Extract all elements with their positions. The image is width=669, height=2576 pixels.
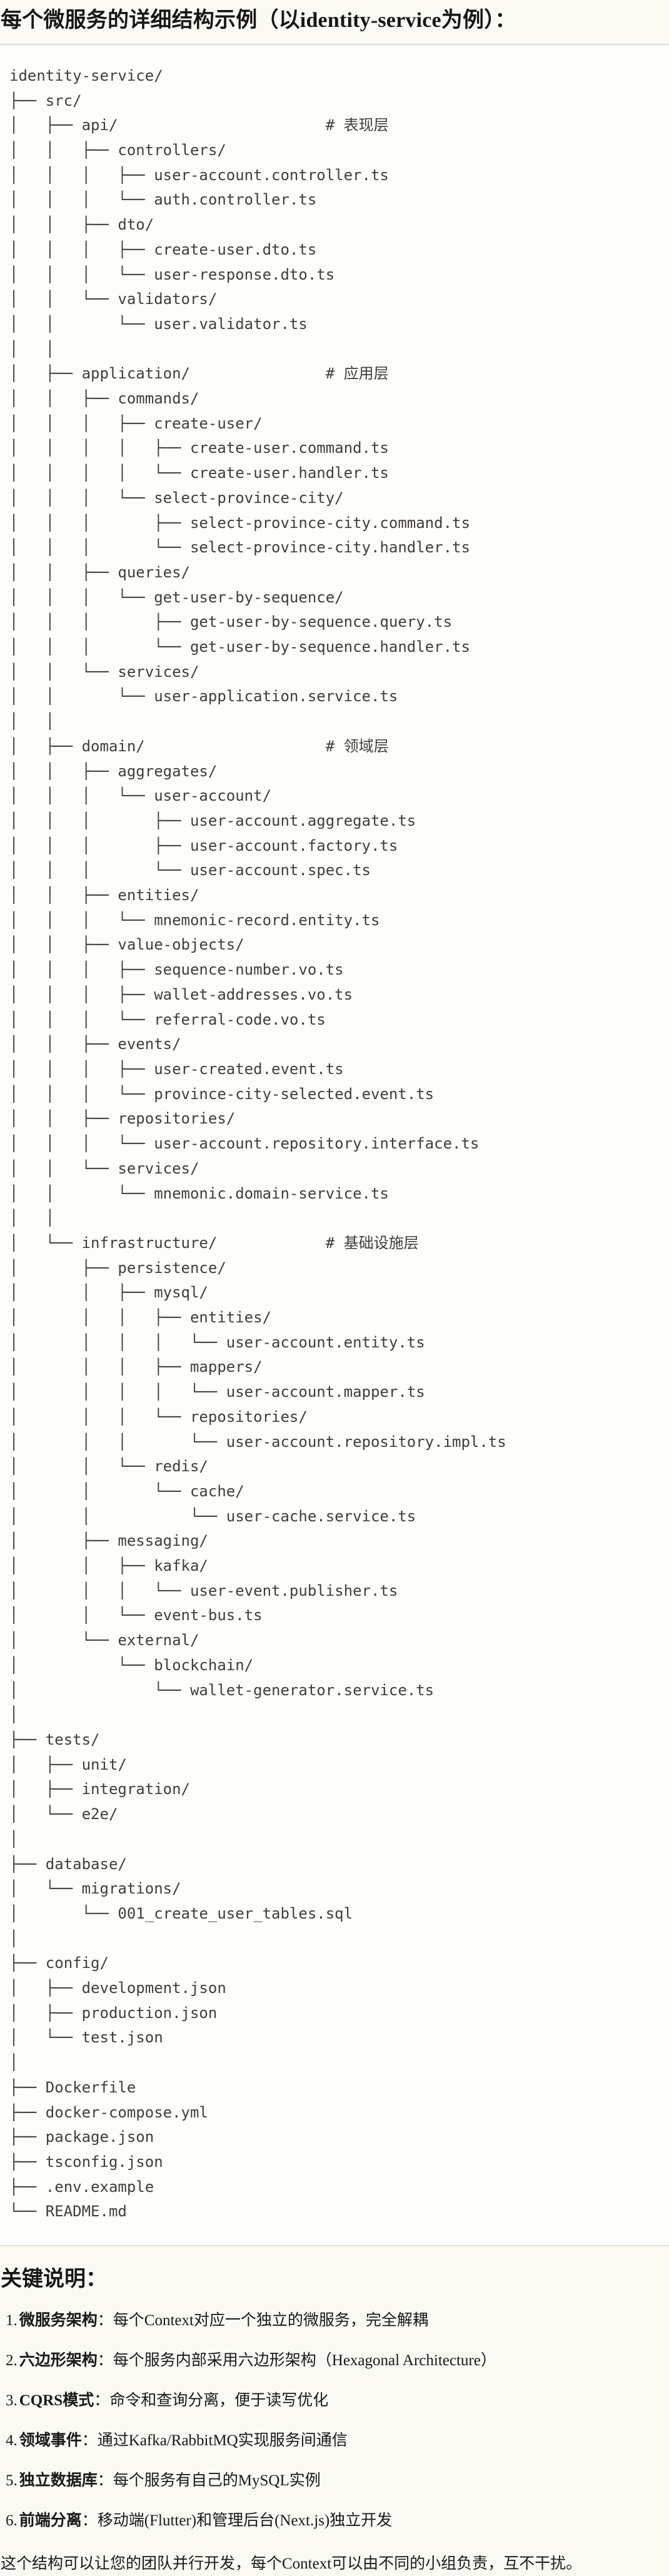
note-item: 4.领域事件：通过Kafka/RabbitMQ实现服务间通信 xyxy=(6,2428,669,2453)
note-number: 5. xyxy=(6,2472,18,2490)
note-item: 3.CQRS模式：命令和查询分离，便于读写优化 xyxy=(6,2388,669,2413)
note-label: 前端分离 xyxy=(19,2512,82,2530)
note-number: 2. xyxy=(6,2352,18,2370)
note-text: ：每个Context对应一个独立的微服务，完全解耦 xyxy=(97,2312,428,2330)
note-item: 1.微服务架构：每个Context对应一个独立的微服务，完全解耦 xyxy=(6,2308,669,2333)
code-block: identity-service/ ├── src/ │ ├── api/ # … xyxy=(0,43,669,2247)
note-text: ：命令和查询分离，便于读写优化 xyxy=(94,2392,329,2410)
note-number: 4. xyxy=(6,2432,18,2450)
page-title: 每个微服务的详细结构示例（以identity-service为例）： xyxy=(1,9,516,32)
note-text: ：通过Kafka/RabbitMQ实现服务间通信 xyxy=(81,2432,348,2450)
directory-tree: identity-service/ ├── src/ │ ├── api/ # … xyxy=(9,66,506,2221)
note-number: 6. xyxy=(6,2512,18,2530)
note-label: 独立数据库 xyxy=(19,2472,98,2490)
note-text: ：每个服务内部采用六边形架构（Hexagonal Architecture） xyxy=(97,2352,496,2370)
note-label: CQRS模式 xyxy=(19,2392,94,2410)
note-label: 六边形架构 xyxy=(19,2352,98,2370)
notes-heading: 关键说明： xyxy=(1,2268,107,2291)
note-item: 2.六边形架构：每个服务内部采用六边形架构（Hexagonal Architec… xyxy=(6,2348,669,2373)
note-text: ：每个服务有自己的MySQL实例 xyxy=(97,2472,321,2490)
note-label: 领域事件 xyxy=(19,2432,82,2450)
note-item: 6.前端分离：移动端(Flutter)和管理后台(Next.js)独立开发 xyxy=(6,2508,669,2533)
note-number: 1. xyxy=(6,2312,18,2330)
closing-paragraph: 这个结构可以让您的团队并行开发，每个Context可以由不同的小组负责，互不干扰… xyxy=(1,2555,582,2573)
note-label: 微服务架构 xyxy=(19,2312,98,2330)
note-item: 5.独立数据库：每个服务有自己的MySQL实例 xyxy=(6,2468,669,2493)
note-number: 3. xyxy=(6,2392,18,2410)
note-text: ：移动端(Flutter)和管理后台(Next.js)独立开发 xyxy=(81,2512,393,2530)
